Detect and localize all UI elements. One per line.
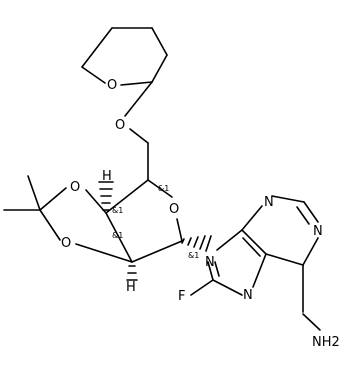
bond bbox=[242, 237, 261, 257]
bond bbox=[85, 189, 107, 214]
bond bbox=[147, 179, 173, 198]
hashed-bond-c1-n9 bbox=[181, 235, 212, 252]
pyrimidine-ring bbox=[241, 195, 321, 331]
nitrogen-n7-label: N bbox=[243, 288, 253, 303]
stereo-descriptor-c4: &1 bbox=[158, 184, 169, 193]
furanose-ring bbox=[105, 179, 183, 263]
nitrogen-n1-label: N bbox=[313, 224, 323, 239]
oxygen-ether-label: O bbox=[115, 118, 125, 133]
stereo-labels: &1 &1 &1 &1 bbox=[112, 184, 199, 260]
nitrogen-n9-label: N bbox=[205, 255, 215, 270]
bond bbox=[212, 279, 243, 296]
bond bbox=[207, 261, 214, 281]
hydrogen-bottom-label: H bbox=[126, 280, 136, 295]
tetrahydropyran-ring bbox=[81, 27, 168, 86]
bond bbox=[216, 229, 243, 251]
oxygen-thp-label: O bbox=[107, 78, 117, 93]
stereo-descriptor-c3: &1 bbox=[112, 206, 123, 215]
bond bbox=[303, 201, 319, 223]
stereo-descriptor-c2: &1 bbox=[112, 231, 123, 240]
nitrogen-n3-label: N bbox=[264, 195, 274, 210]
hashed-bond-top bbox=[98, 181, 114, 211]
bond bbox=[252, 253, 267, 288]
bond bbox=[241, 229, 267, 255]
bond bbox=[296, 206, 310, 225]
bond bbox=[81, 27, 113, 68]
bond bbox=[120, 81, 153, 86]
bond bbox=[176, 218, 183, 242]
bond bbox=[105, 212, 133, 263]
fluorine-label: F bbox=[178, 289, 185, 304]
hashed-bond-bottom bbox=[126, 265, 138, 281]
bond bbox=[27, 175, 41, 211]
bond bbox=[105, 179, 149, 214]
bond bbox=[124, 81, 153, 117]
oxygen-ring-label: O bbox=[169, 202, 179, 217]
bond bbox=[271, 195, 305, 203]
bond bbox=[75, 243, 133, 263]
atom-labels: O O O O O H H N N N N F NH2 bbox=[61, 78, 340, 350]
bond bbox=[129, 128, 149, 144]
bond bbox=[265, 253, 304, 266]
ether-linker bbox=[124, 81, 153, 181]
bond bbox=[302, 313, 321, 331]
bond bbox=[39, 209, 61, 241]
dioxolane-ring bbox=[3, 175, 133, 263]
bond bbox=[241, 205, 263, 231]
bond bbox=[131, 240, 183, 263]
bond bbox=[302, 237, 319, 266]
bond bbox=[190, 279, 214, 296]
bond bbox=[81, 66, 106, 84]
oxygen-dioxolane-2-label: O bbox=[61, 236, 71, 251]
stereo-descriptor-c1: &1 bbox=[188, 251, 199, 260]
bond bbox=[151, 27, 168, 56]
amino-group-label: NH2 bbox=[312, 335, 340, 350]
bond bbox=[214, 261, 220, 277]
bond bbox=[39, 187, 67, 211]
imidazole-ring bbox=[190, 229, 267, 296]
hydrogen-top-label: H bbox=[102, 169, 112, 184]
bond bbox=[151, 54, 168, 83]
oxygen-dioxolane-1-label: O bbox=[70, 180, 80, 195]
